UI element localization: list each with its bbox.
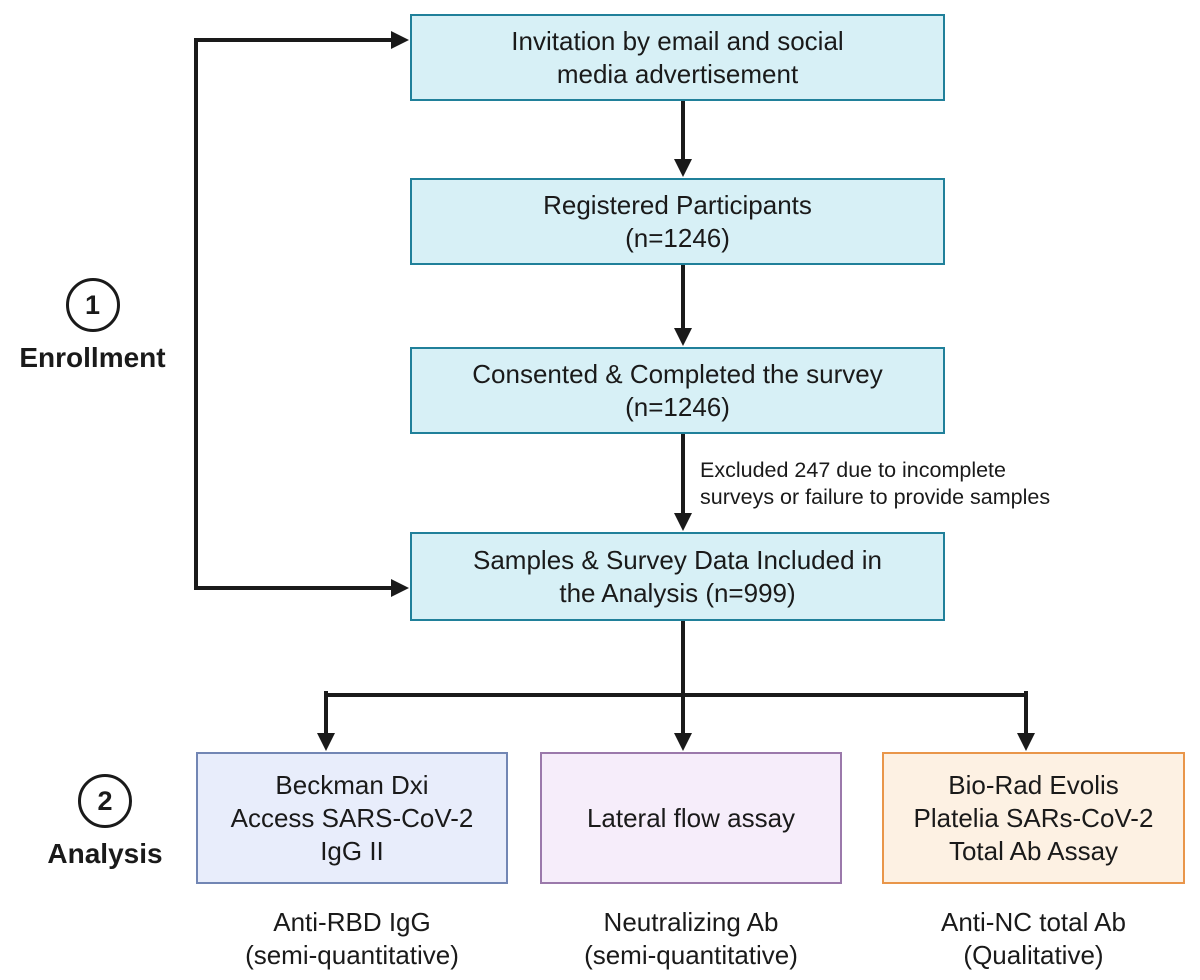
- stage-label: Analysis: [47, 838, 163, 869]
- flow-box-invitation: Invitation by email and social media adv…: [410, 14, 945, 101]
- box-text-line: Beckman Dxi: [275, 769, 429, 800]
- exclusion-note: Excluded 247 due to incomplete surveys o…: [700, 457, 1100, 511]
- assay-box-biorad: Bio-Rad Evolis Platelia SARs-CoV-2 Total…: [882, 752, 1185, 884]
- box-text-line: Invitation by email and social: [511, 25, 844, 56]
- note-line: surveys or failure to provide samples: [700, 485, 1051, 509]
- caption-anti-rbd: Anti-RBD IgG (semi-quantitative): [196, 906, 508, 972]
- box-text-line: Lateral flow assay: [586, 802, 796, 833]
- box-text-line: media advertisement: [556, 58, 799, 89]
- box-text-line: (n=1246): [625, 391, 730, 422]
- note-line: Excluded 247 due to incomplete: [700, 458, 1006, 482]
- stage-number-circle: 1: [65, 278, 120, 332]
- box-text-line: Total Ab Assay: [948, 835, 1119, 866]
- caption-anti-nc: Anti-NC total Ab (Qualitative): [882, 906, 1185, 972]
- stage-number: 2: [97, 785, 113, 816]
- stage-number-circle: 2: [78, 774, 132, 828]
- caption-line: Neutralizing Ab: [603, 907, 779, 937]
- box-text-line: Bio-Rad Evolis: [948, 769, 1119, 800]
- caption-line: Anti-RBD IgG: [273, 907, 431, 937]
- assay-box-lateral-flow: Lateral flow assay: [540, 752, 842, 884]
- box-text-line: Registered Participants: [543, 189, 812, 220]
- box-text-line: Platelia SARs-CoV-2: [913, 802, 1154, 833]
- flow-box-registered: Registered Participants (n=1246): [410, 178, 945, 265]
- box-text-line: Access SARS-CoV-2: [230, 802, 474, 833]
- caption-line: Anti-NC total Ab: [941, 907, 1126, 937]
- caption-line: (Qualitative): [963, 940, 1104, 970]
- flow-box-included: Samples & Survey Data Included in the An…: [410, 532, 945, 621]
- caption-line: (semi-quantitative): [584, 940, 798, 970]
- stage-analysis: 2 Analysis: [25, 774, 185, 870]
- caption-line: (semi-quantitative): [245, 940, 459, 970]
- stage-label: Enrollment: [19, 342, 166, 373]
- caption-neutralizing: Neutralizing Ab (semi-quantitative): [540, 906, 842, 972]
- stage-enrollment: 1 Enrollment: [10, 278, 175, 374]
- stage-number: 1: [84, 289, 101, 320]
- flow-box-consented: Consented & Completed the survey (n=1246…: [410, 347, 945, 434]
- box-text-line: the Analysis (n=999): [559, 577, 796, 608]
- box-text-line: IgG II: [320, 835, 384, 866]
- box-text-line: Consented & Completed the survey: [472, 358, 883, 389]
- box-text-line: Samples & Survey Data Included in: [473, 544, 882, 575]
- box-text-line: (n=1246): [625, 222, 730, 253]
- assay-box-beckman: Beckman Dxi Access SARS-CoV-2 IgG II: [196, 752, 508, 884]
